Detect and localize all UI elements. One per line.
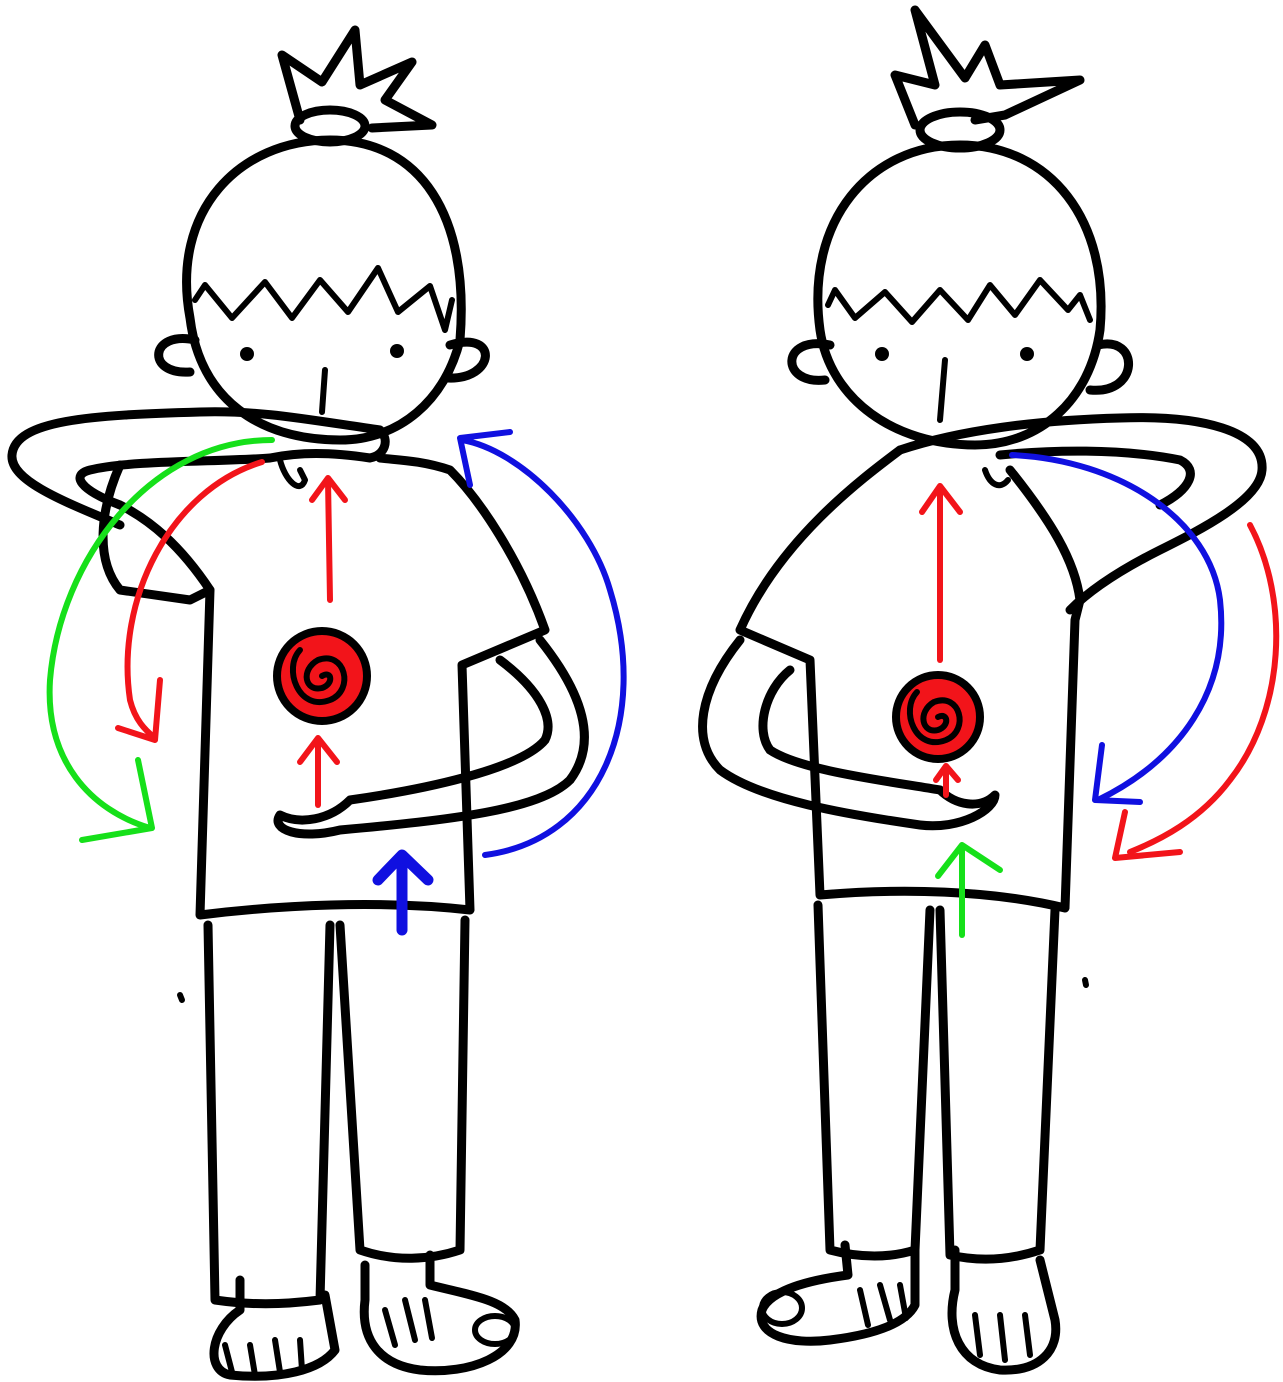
right-mark bbox=[1085, 980, 1086, 985]
right-sandal-straps-right bbox=[975, 1315, 1030, 1360]
left-ear-left bbox=[159, 339, 195, 373]
left-arrow-blue-up bbox=[378, 855, 428, 930]
right-pants bbox=[818, 905, 1055, 1259]
left-eye-left bbox=[240, 347, 254, 361]
left-arrow-red-up-belly bbox=[300, 738, 337, 805]
right-head bbox=[818, 145, 1101, 445]
left-sandal-straps-right bbox=[385, 1300, 432, 1345]
right-collar bbox=[985, 470, 1008, 485]
right-eye-right bbox=[1020, 347, 1034, 361]
left-figure bbox=[12, 30, 624, 1376]
right-arrow-red-curve bbox=[1115, 525, 1276, 858]
left-arrow-red-up-chest bbox=[312, 478, 345, 600]
right-hair-tuft bbox=[895, 10, 1080, 125]
right-figure bbox=[703, 10, 1277, 1370]
right-fringe bbox=[828, 280, 1090, 322]
left-nose bbox=[322, 370, 325, 412]
left-mark bbox=[180, 995, 182, 1000]
right-nose bbox=[940, 360, 945, 420]
right-eye-left bbox=[875, 347, 889, 361]
left-collar bbox=[280, 460, 305, 486]
left-toe bbox=[475, 1316, 515, 1344]
right-shirt bbox=[740, 450, 1080, 908]
left-pants bbox=[208, 920, 465, 1304]
left-eye-right bbox=[390, 344, 404, 358]
right-arrow-red-up-chest bbox=[922, 486, 960, 660]
left-fringe bbox=[195, 268, 452, 330]
left-arrow-green-curve bbox=[50, 440, 272, 840]
